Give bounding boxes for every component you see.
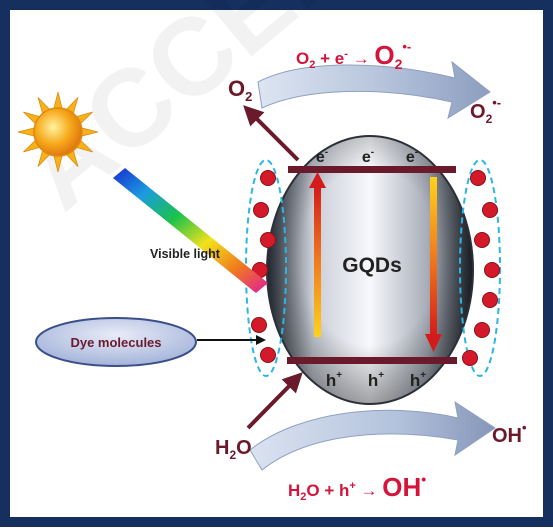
dye-dot xyxy=(260,232,276,248)
oxidation-equation: H2O + h+ → OH• xyxy=(288,471,426,503)
sun-icon xyxy=(17,91,99,173)
dye-dot xyxy=(470,170,486,186)
valence-band xyxy=(287,357,457,364)
hole-label: h+ xyxy=(368,370,384,390)
excitation-arrow-head xyxy=(309,172,326,188)
hole-labels: h+ h+ h+ xyxy=(326,370,426,390)
dye-dot xyxy=(484,262,500,278)
dye-dot xyxy=(482,202,498,218)
superoxide-label: O2•- xyxy=(470,95,501,126)
hole-label: h+ xyxy=(410,370,426,390)
dye-dot xyxy=(474,322,490,338)
dye-dot xyxy=(260,170,276,186)
recombination-arrow-head xyxy=(425,334,442,352)
o2-arrow xyxy=(243,105,300,162)
recombination-arrow-shaft xyxy=(430,177,437,337)
electron-label: e- xyxy=(406,147,418,166)
reduction-equation: O2 + e- → O2•- xyxy=(296,39,411,72)
dye-dot xyxy=(260,347,276,363)
dye-dot xyxy=(482,292,498,308)
oxidation-flow-arrow xyxy=(249,400,496,471)
electron-labels: e-e-e- xyxy=(316,147,418,166)
hydroxyl-label: OH• xyxy=(492,420,527,447)
electron-label: e- xyxy=(316,147,328,166)
reduction-flow-arrow xyxy=(257,60,491,120)
right-dye-region xyxy=(459,159,501,377)
dye-dot xyxy=(251,317,267,333)
h2o-label: H2O xyxy=(215,437,252,462)
gqds-label: GQDs xyxy=(342,254,402,277)
visible-light-label: Visible light xyxy=(150,247,221,261)
conduction-band xyxy=(288,166,456,173)
hole-label: h+ xyxy=(326,370,342,390)
dye-molecules-label: Dye molecules xyxy=(70,335,161,350)
dye-dot xyxy=(462,350,478,366)
o2-label: O2 xyxy=(228,76,252,104)
dye-molecules-badge xyxy=(35,317,197,367)
electron-label: e- xyxy=(362,147,374,166)
dye-dot xyxy=(474,232,490,248)
light-ray xyxy=(113,168,268,293)
h2o-arrow xyxy=(246,372,303,430)
dye-dot xyxy=(253,202,269,218)
excitation-arrow-shaft xyxy=(314,185,321,337)
